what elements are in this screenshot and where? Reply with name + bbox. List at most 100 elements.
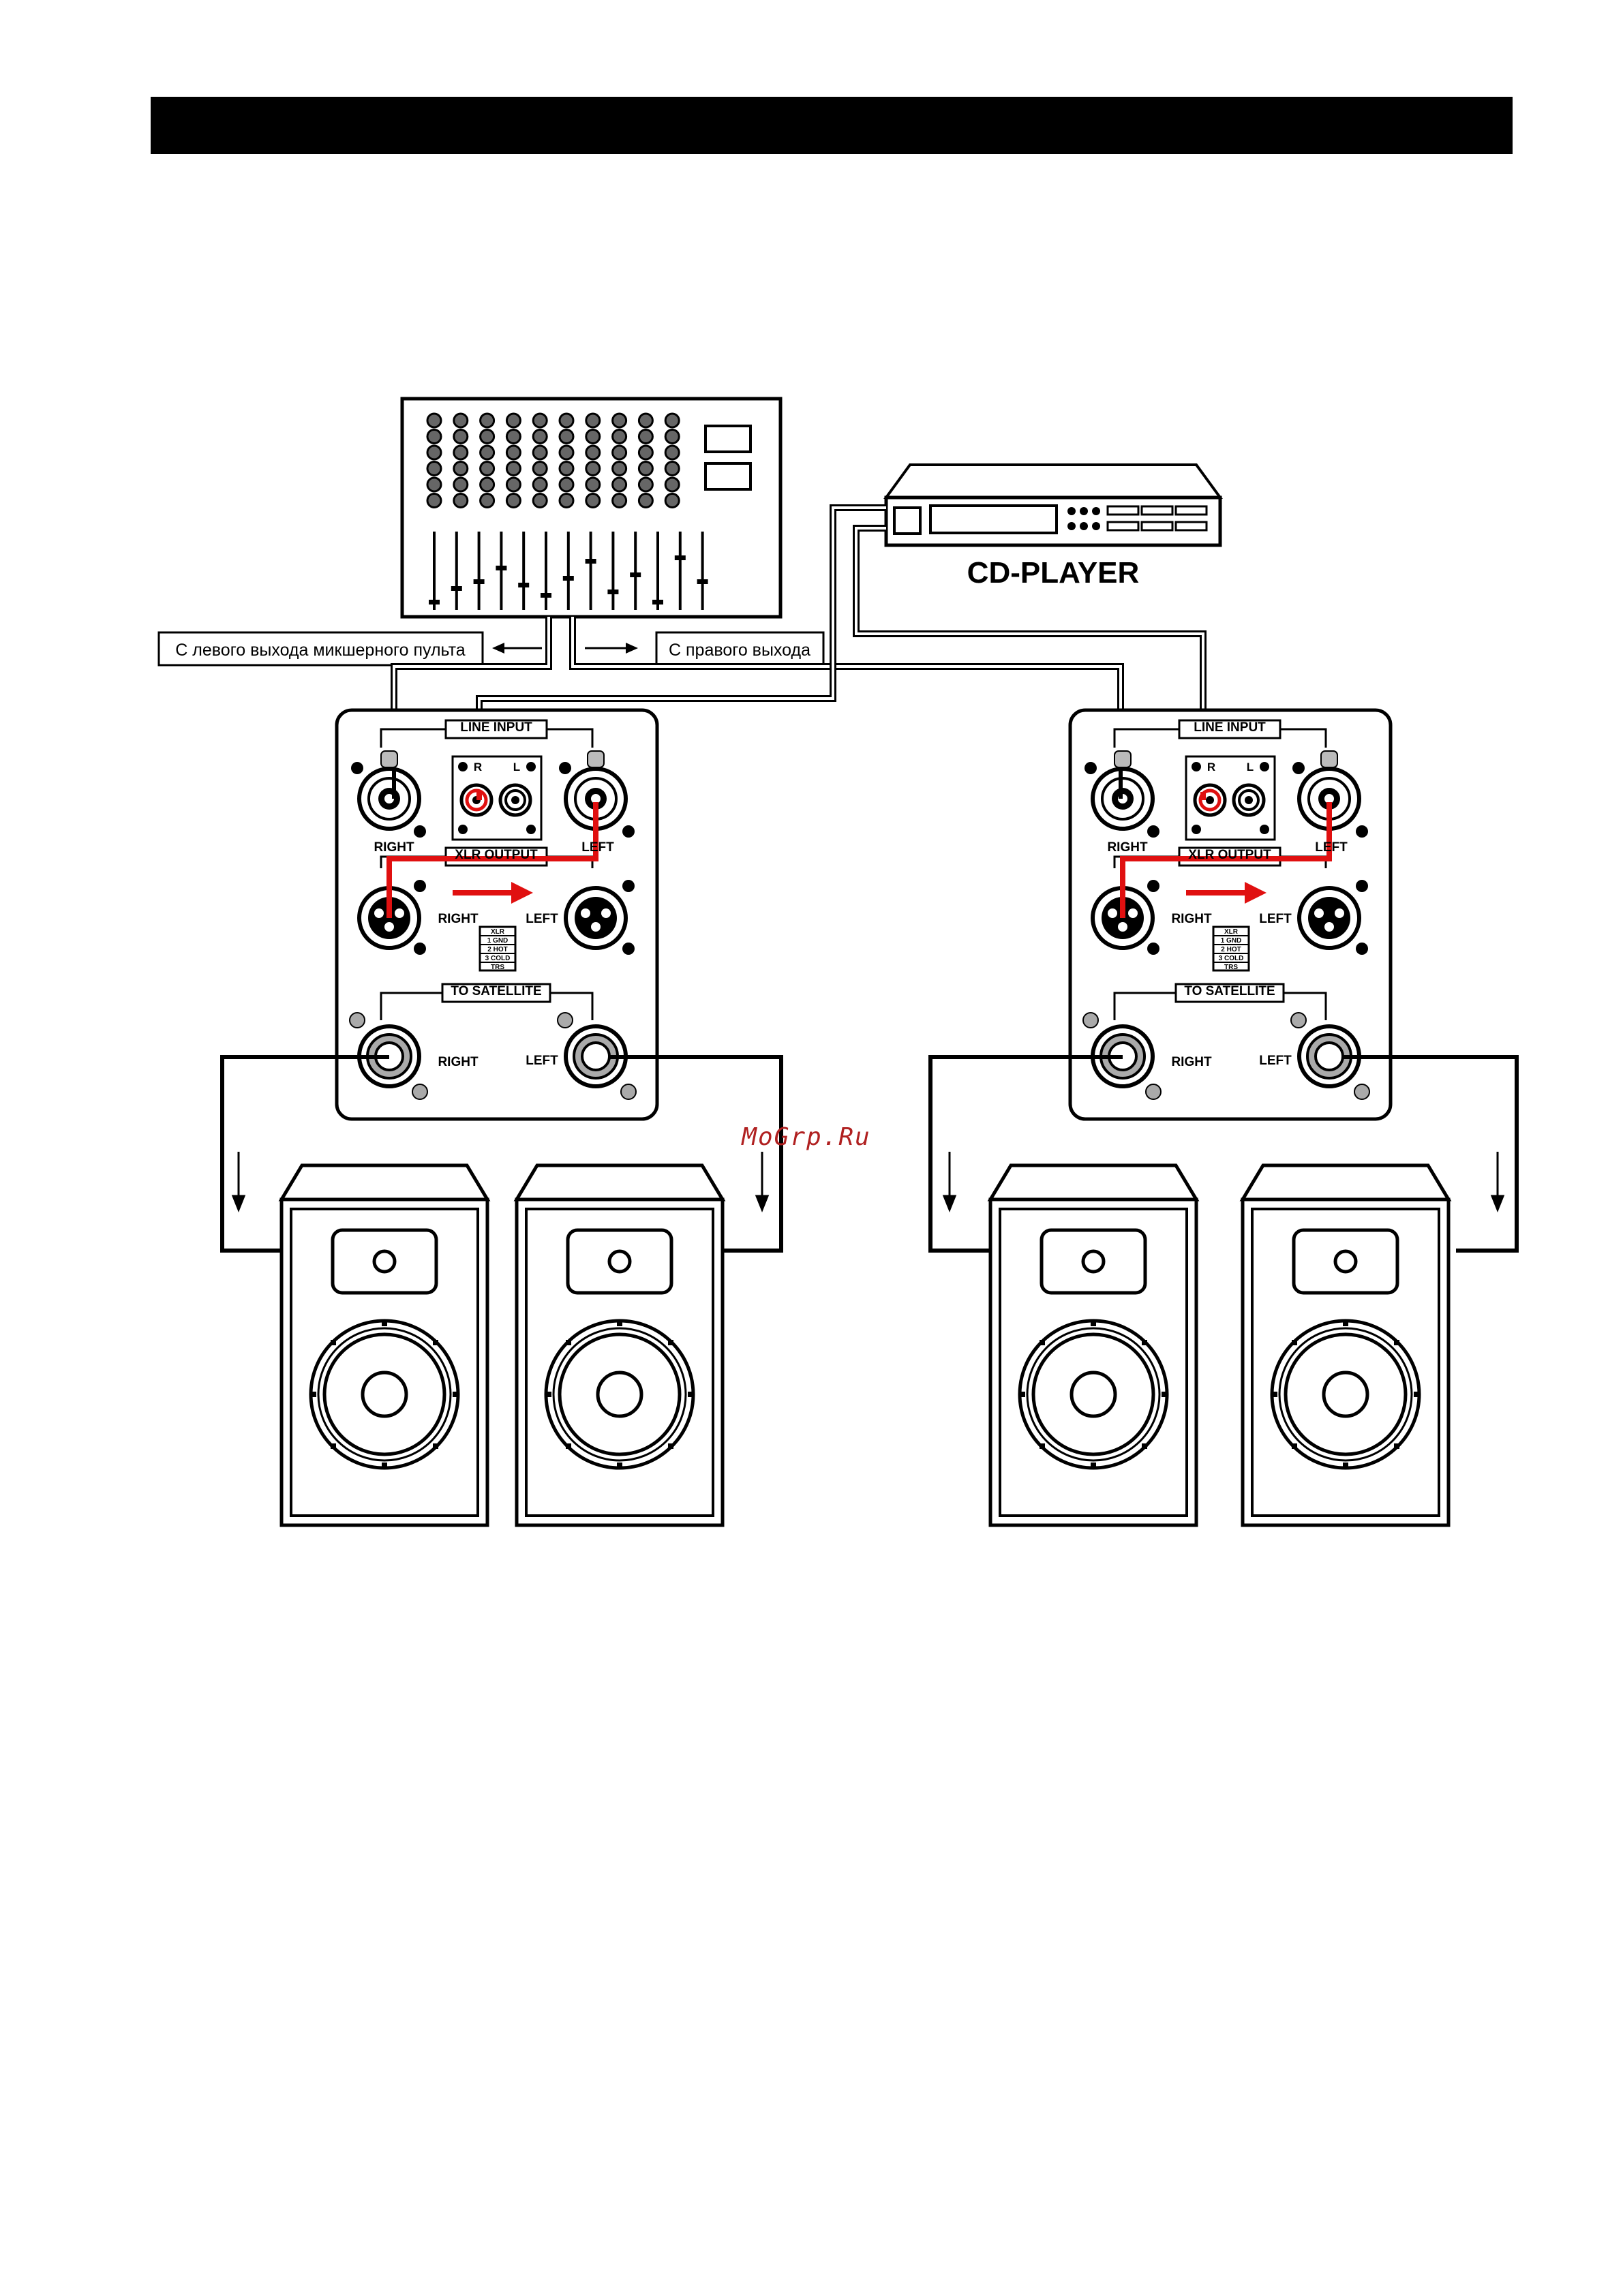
- mixer-knob: [533, 478, 547, 491]
- mixer-knob: [533, 462, 547, 476]
- mixer-knob: [560, 430, 573, 444]
- mixer-display-bottom: [706, 463, 750, 489]
- left-amp-input-right: RIGHT: [374, 840, 414, 855]
- mixer-knob: [481, 446, 494, 459]
- svg-text:XLR: XLR: [491, 928, 505, 936]
- mixer-knob: [533, 430, 547, 444]
- speaker-left-1: [282, 1165, 487, 1525]
- mixer-knob: [639, 478, 652, 491]
- mixer-knob: [586, 446, 600, 459]
- svg-text:1 GND: 1 GND: [1221, 937, 1242, 945]
- mixer-fader-cap: [541, 593, 551, 598]
- mixer-knob: [454, 414, 468, 427]
- mixer-knob: [533, 446, 547, 459]
- right-amp-xlr-output-label: XLR OUTPUT: [1188, 848, 1271, 862]
- mixer-knob: [560, 446, 573, 459]
- mixer-knob: [481, 430, 494, 444]
- mixer-knob: [533, 494, 547, 508]
- mixer-fader-cap: [496, 566, 506, 570]
- mixer-knob: [665, 478, 679, 491]
- right-amp-rca-l: L: [1247, 761, 1254, 774]
- mixer-fader-cap: [697, 579, 708, 584]
- mixer-knob: [427, 478, 441, 491]
- svg-text:XLR: XLR: [1224, 928, 1239, 936]
- svg-text:2 HOT: 2 HOT: [1221, 946, 1241, 953]
- mixer-knob: [454, 494, 468, 508]
- speaker-right-2: [1243, 1165, 1448, 1525]
- left-output-label: С левого выхода микшерного пульта: [175, 641, 465, 660]
- svg-text:3 COLD: 3 COLD: [485, 955, 511, 962]
- mixer-knob: [639, 462, 652, 476]
- right-amp-xlr-right: RIGHT: [1171, 912, 1212, 926]
- right-amp-line-input-label: LINE INPUT: [1194, 720, 1266, 735]
- mixer-knob: [506, 446, 520, 459]
- mixer-fader-cap: [451, 586, 462, 591]
- mixer-fader-cap: [563, 576, 574, 581]
- mixer-knob: [613, 414, 626, 427]
- left-amp-sat-left: LEFT: [526, 1054, 558, 1068]
- mixer-knob: [560, 414, 573, 427]
- left-amp-rca-l: L: [513, 761, 520, 774]
- svg-text:TRS: TRS: [491, 964, 504, 971]
- mixer-knob: [665, 494, 679, 508]
- left-amp-to-satellite-label: TO SATELLITE: [451, 984, 541, 998]
- mixer-knob: [613, 462, 626, 476]
- mixer-knob: [586, 462, 600, 476]
- right-amp-input-left: LEFT: [1315, 840, 1348, 855]
- mixer-knob: [639, 446, 652, 459]
- mixer-knob: [665, 446, 679, 459]
- mixer-knob: [481, 414, 494, 427]
- mixer-knob: [427, 462, 441, 476]
- mixer-knob: [665, 430, 679, 444]
- mixer-knob: [427, 446, 441, 459]
- mixer-knob: [506, 478, 520, 491]
- mixer-fader-cap: [429, 600, 440, 604]
- left-amp-xlr-output-label: XLR OUTPUT: [455, 848, 538, 862]
- left-amp-input-left: LEFT: [581, 840, 614, 855]
- left-amp-sat-right: RIGHT: [438, 1055, 479, 1069]
- mixer-display-top: [706, 426, 750, 452]
- mixer-knob: [560, 494, 573, 508]
- cd-player: [886, 465, 1220, 545]
- mixer-fader-cap: [675, 555, 686, 560]
- arrow-right-head: [626, 643, 638, 654]
- mixer-knob: [506, 494, 520, 508]
- mixer-knob: [533, 414, 547, 427]
- mixer-knob: [586, 414, 600, 427]
- watermark: MoGrp.Ru: [740, 1123, 870, 1151]
- speaker-right-1: [990, 1165, 1196, 1525]
- mixer-knob: [427, 414, 441, 427]
- arrow-left-head: [492, 643, 504, 654]
- right-amp-to-satellite-label: TO SATELLITE: [1184, 984, 1275, 998]
- right-output-label: С правого выхода: [669, 641, 810, 660]
- mixer-knob: [454, 478, 468, 491]
- mixer-fader-cap: [652, 600, 663, 604]
- right-amp-sat-left: LEFT: [1259, 1054, 1292, 1068]
- mixer-knob: [613, 430, 626, 444]
- mixer-knob: [560, 462, 573, 476]
- mixer-knob: [454, 462, 468, 476]
- mixer-knob: [586, 478, 600, 491]
- mixer-fader-cap: [607, 590, 618, 594]
- mixer-knob: [613, 446, 626, 459]
- mixer-fader-cap: [474, 579, 485, 584]
- mixer-knob: [639, 414, 652, 427]
- mixer-knob: [639, 430, 652, 444]
- mixer-knob: [481, 462, 494, 476]
- mixer-knob: [506, 414, 520, 427]
- mixer-knob: [454, 446, 468, 459]
- mixer-knob: [586, 430, 600, 444]
- right-amp-xlr-left: LEFT: [1259, 912, 1292, 926]
- mixer-knob: [427, 494, 441, 508]
- cd-player-label: CD-PLAYER: [967, 556, 1140, 590]
- left-amp-xlr-right: RIGHT: [438, 912, 479, 926]
- header-bar: [151, 97, 1513, 154]
- mixer-fader-cap: [630, 572, 641, 577]
- mixer-knob: [506, 430, 520, 444]
- right-amp-sat-right: RIGHT: [1171, 1055, 1212, 1069]
- svg-text:TRS: TRS: [1224, 964, 1238, 971]
- speaker-left-2: [517, 1165, 723, 1525]
- left-amp-rca-r: R: [474, 761, 482, 774]
